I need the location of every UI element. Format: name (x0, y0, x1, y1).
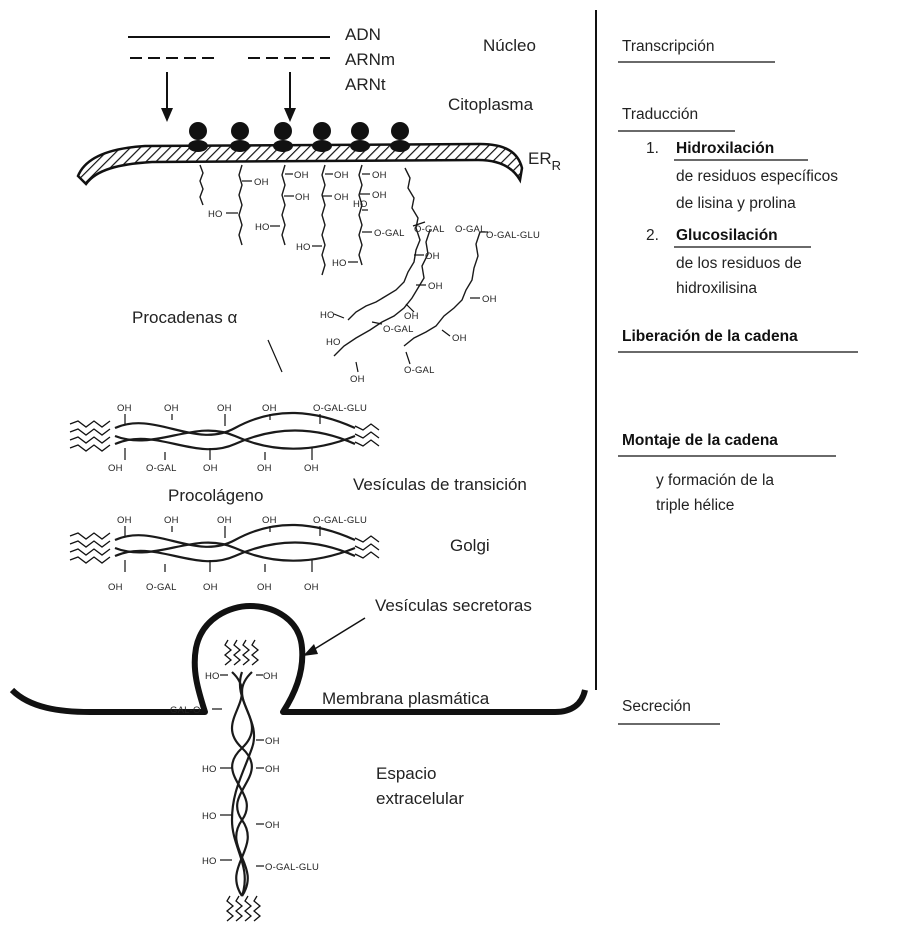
svg-text:OH: OH (404, 311, 419, 322)
dna-label: ADN (345, 25, 381, 44)
svg-text:OH: OH (257, 463, 272, 474)
vesiculas-secretoras-label: Vesículas secretoras (375, 596, 532, 615)
svg-text:OH: OH (262, 403, 277, 414)
svg-text:OH: OH (482, 294, 497, 305)
svg-text:HO: HO (205, 671, 220, 682)
svg-text:OH: OH (265, 820, 280, 831)
svg-text:OH: OH (294, 170, 309, 181)
membrana-plasmatica-label: Membrana plasmática (322, 689, 490, 708)
svg-text:O-GAL-GLU: O-GAL-GLU (313, 515, 367, 526)
svg-text:HO: HO (255, 222, 270, 233)
svg-text:OH: OH (372, 190, 387, 201)
svg-text:OH: OH (265, 736, 280, 747)
step2-line1: de los residuos de (676, 255, 802, 272)
vesiculas-transicion-label: Vesículas de transición (353, 475, 527, 494)
arrow-down-right (284, 72, 296, 122)
svg-text:OH: OH (108, 463, 123, 474)
svg-text:HO: HO (202, 811, 217, 822)
svg-text:O-GAL: O-GAL (374, 228, 405, 239)
svg-text:OH: OH (254, 177, 269, 188)
svg-text:O-GAL-GLU: O-GAL-GLU (486, 230, 540, 241)
svg-text:OH: OH (117, 515, 132, 526)
montaje-heading: Montaje de la cadena (622, 432, 778, 449)
svg-text:HO: HO (353, 199, 368, 210)
right-column: Transcripción Traducción 1. Hidroxilació… (618, 38, 858, 724)
svg-text:HO: HO (202, 764, 217, 775)
plasma-membrane (12, 606, 585, 712)
procollagen-helix-golgi: OH OH OH OH O-GAL-GLU OH O-GAL OH OH OH (70, 515, 379, 593)
svg-text:OH: OH (428, 281, 443, 292)
svg-text:OH: OH (295, 192, 310, 203)
svg-text:OH: OH (117, 403, 132, 414)
nascent-chain-1 (200, 165, 203, 205)
arrow-down-left (161, 72, 173, 122)
montaje-line2: triple hélice (656, 497, 734, 514)
traduccion-heading: Traducción (622, 106, 698, 123)
step1-line2: de lisina y prolina (676, 195, 796, 212)
svg-text:OH: OH (425, 251, 440, 262)
nucleus-label: Núcleo (483, 36, 536, 55)
svg-text:O-GAL: O-GAL (455, 224, 486, 235)
svg-text:OH: OH (372, 170, 387, 181)
svg-text:OH: OH (257, 582, 272, 593)
procolageno-label: Procolágeno (168, 486, 263, 505)
svg-text:OH: OH (452, 333, 467, 344)
svg-text:O-GAL: O-GAL (146, 582, 177, 593)
espacio-line1: Espacio (376, 764, 436, 783)
svg-text:HO: HO (296, 242, 311, 253)
step2-number: 2. (646, 227, 659, 244)
svg-text:GAL-O: GAL-O (170, 705, 201, 716)
cytoplasm-label: Citoplasma (448, 95, 534, 114)
svg-text:O-GAL-GLU: O-GAL-GLU (313, 403, 367, 414)
svg-text:HO: HO (202, 856, 217, 867)
svg-text:OH: OH (203, 582, 218, 593)
procadenas-pointer (268, 340, 282, 372)
step1-title: Hidroxilación (676, 140, 774, 157)
nascent-chain-2: OH HO (208, 165, 269, 245)
golgi-label: Golgi (450, 536, 490, 555)
svg-text:OH: OH (263, 671, 278, 682)
svg-text:OH: OH (334, 192, 349, 203)
svg-text:O-GAL: O-GAL (414, 224, 445, 235)
secrecion-heading: Secreción (622, 698, 691, 715)
svg-text:OH: OH (334, 170, 349, 181)
step2-line2: hidroxilisina (676, 280, 757, 297)
svg-text:O-GAL: O-GAL (383, 324, 414, 335)
liberacion-heading: Liberación de la cadena (622, 328, 798, 345)
svg-text:HO: HO (208, 209, 223, 220)
svg-text:O-GAL: O-GAL (146, 463, 177, 474)
secretory-pointer-arrow (303, 618, 365, 656)
svg-text:HO: HO (332, 258, 347, 269)
svg-text:HO: HO (326, 337, 341, 348)
procadenas-label: Procadenas α (132, 308, 237, 327)
er-label: ERR (528, 149, 561, 173)
svg-text:HO: HO (320, 310, 335, 321)
trna-label: ARNt (345, 75, 386, 94)
svg-text:OH: OH (262, 515, 277, 526)
mrna-label: ARNm (345, 50, 395, 69)
svg-text:OH: OH (304, 463, 319, 474)
svg-text:OH: OH (304, 582, 319, 593)
svg-text:OH: OH (350, 374, 365, 385)
svg-text:OH: OH (164, 403, 179, 414)
step2-title: Glucosilación (676, 227, 778, 244)
svg-text:O-GAL: O-GAL (404, 365, 435, 376)
svg-text:OH: OH (164, 515, 179, 526)
step1-line1: de residuos específicos (676, 168, 838, 185)
svg-text:OH: OH (108, 582, 123, 593)
svg-text:OH: OH (217, 403, 232, 414)
svg-text:O-GAL-GLU: O-GAL-GLU (265, 862, 319, 873)
step1-number: 1. (646, 140, 659, 157)
montaje-line1: y formación de la (656, 472, 774, 489)
svg-text:OH: OH (203, 463, 218, 474)
espacio-line2: extracelular (376, 789, 464, 808)
svg-text:OH: OH (217, 515, 232, 526)
procollagen-helix-transition: OH OH OH OH O-GAL-GLU OH O-GAL OH OH OH (70, 403, 379, 474)
transcripcion-heading: Transcripción (622, 38, 714, 55)
svg-text:OH: OH (265, 764, 280, 775)
